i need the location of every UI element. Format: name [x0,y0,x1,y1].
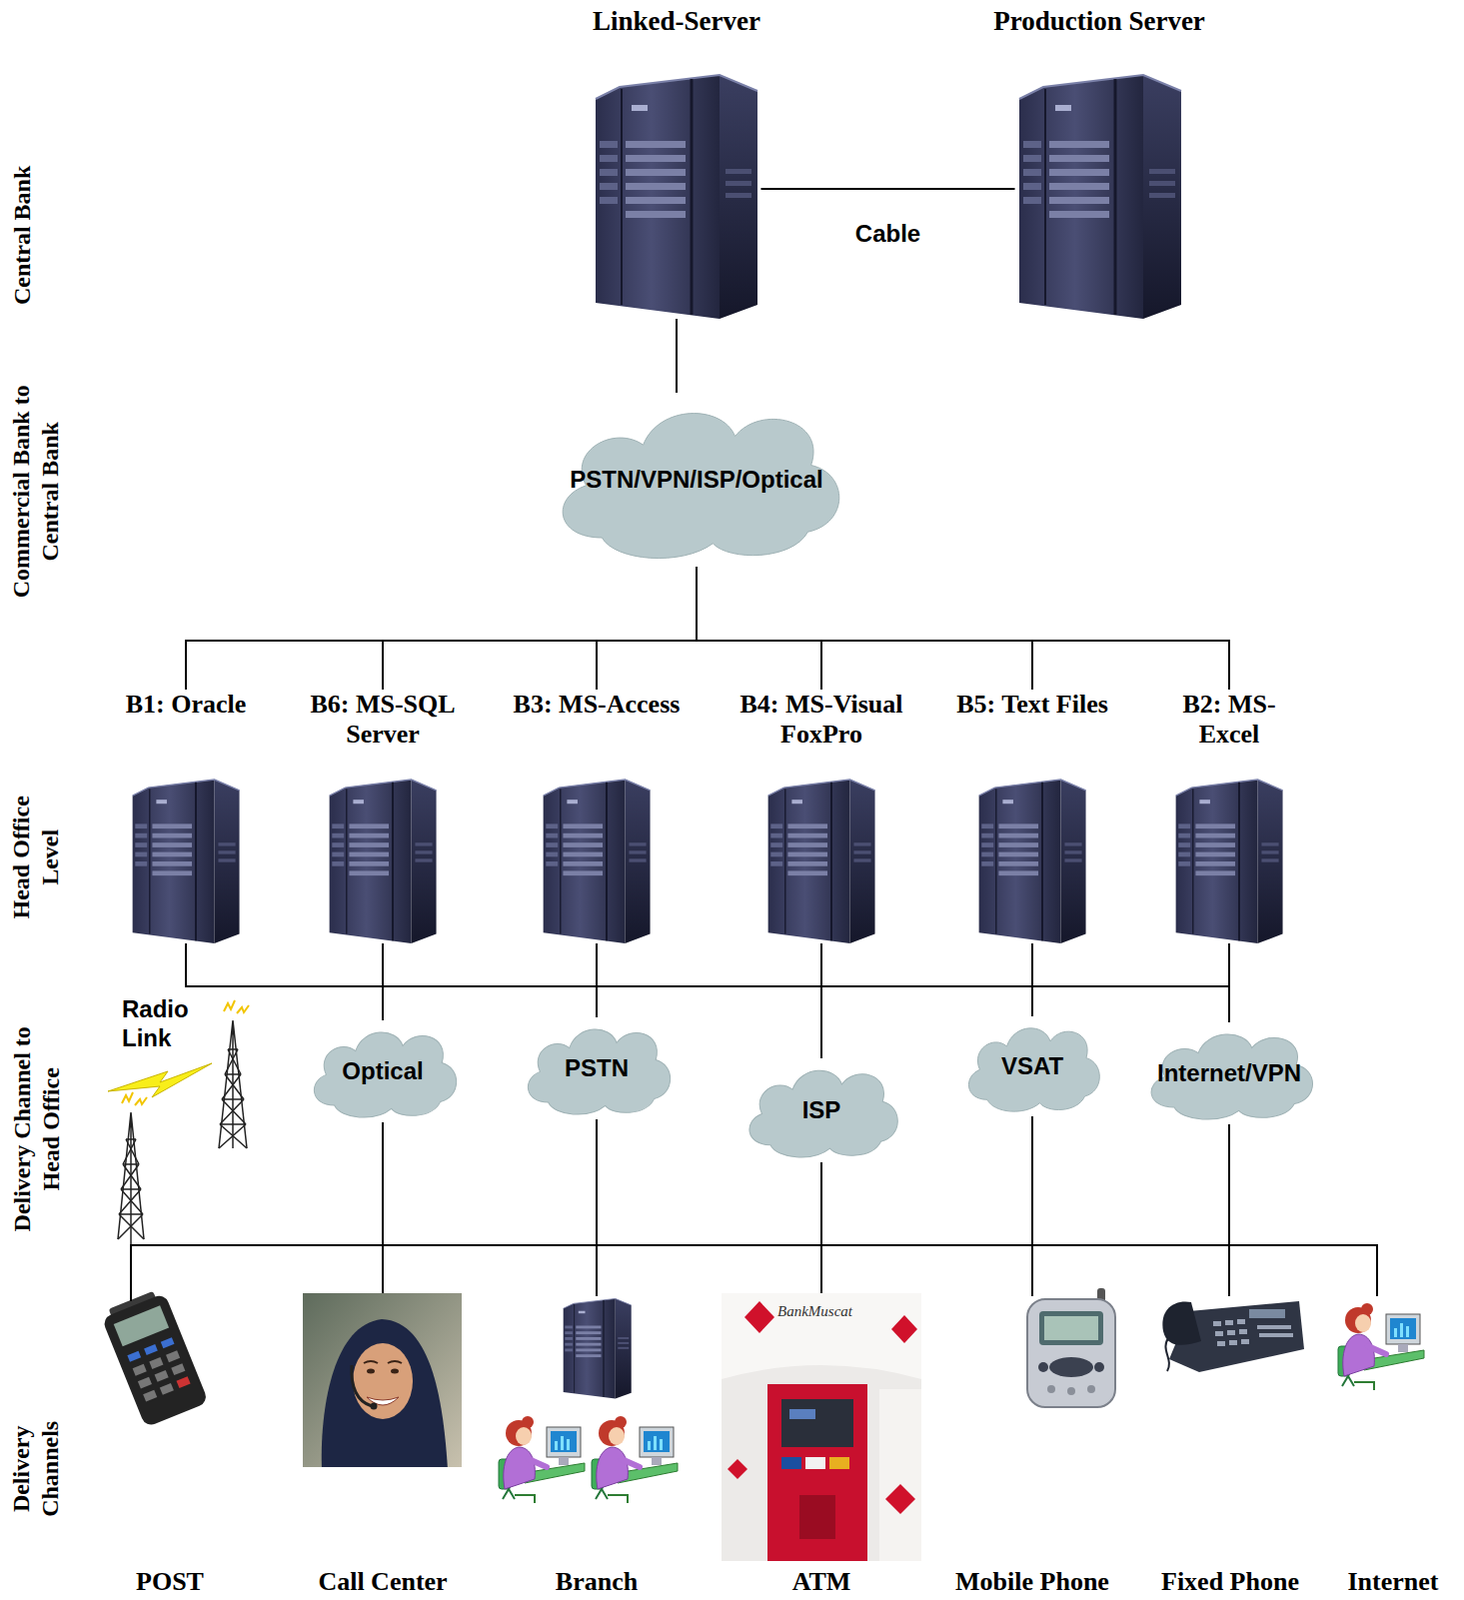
cloud-label: Internet/VPN [1157,1059,1302,1089]
server-label: B5: Text Files [937,689,1128,720]
label-holder: Radio Link [121,995,212,1054]
network-cloud: Optical [301,1020,465,1123]
connector [1031,943,1034,1017]
radio-link-label: Radio Link [121,995,212,1054]
connector [595,1119,598,1297]
cloud-outline [1151,1034,1313,1120]
connector [596,566,697,690]
connector [382,566,697,690]
server-label: Linked-Server [592,5,761,37]
channel-label: ATM [792,1566,852,1597]
connector [761,187,1016,190]
brand-label: BankMuscat [777,1302,878,1321]
network-cloud: Internet/VPN [1137,1022,1323,1125]
connector [595,943,598,1018]
row-label: Head Office Level [6,782,65,933]
connector [130,1245,1378,1302]
connector [675,318,678,393]
connector [1031,1116,1034,1297]
server-node: B2: MS-Excel [1165,689,1295,944]
channel-label: Branch [555,1566,638,1597]
row-label: Commercial Bank to Central Bank [6,371,65,612]
delivery-channel: Mobile Phone [942,1296,1123,1597]
channel-label: Mobile Phone [955,1566,1110,1597]
cloud-label: Optical [341,1057,423,1087]
server-label: Production Server [993,5,1206,37]
delivery-channel: POST [104,1301,235,1597]
label-holder: Commercial Bank to Central Bank [6,371,65,612]
server-label: B1: Oracle [85,689,286,720]
channel-label: POST [135,1566,204,1597]
cloud-outline [313,1032,456,1118]
connector [185,943,1230,987]
connector [381,943,384,1021]
network-cloud: ISP [736,1058,907,1163]
connector [185,566,697,690]
server-node: B5: Text Files [935,689,1130,944]
label-holder: Delivery Channels [6,1409,65,1529]
delivery-channel: Call Center [300,1293,466,1597]
row-label: Delivery Channel to Head Office [6,1022,65,1238]
delivery-channel: Branch [496,1296,697,1597]
delivery-channel: Fixed Phone [1145,1296,1316,1597]
server-node: B3: MS-Access [494,689,699,944]
server-label: B6: MS-SQL Server [292,689,473,750]
connector [381,1122,384,1294]
connector [1228,1124,1231,1297]
connector [696,566,1230,690]
edge-label: Cable [852,219,924,249]
connector [820,1162,823,1294]
network-cloud: PSTN [515,1017,679,1120]
delivery-channel: ATM [714,1293,930,1597]
row-label: Central Bank [7,134,37,335]
cloud-outline [527,1029,670,1115]
label-holder: Head Office Level [6,782,65,933]
server-node: B6: MS-SQL Server [290,689,475,944]
server-node: B4: MS-Visual FoxPro [724,689,919,944]
row-label: Delivery Channels [6,1409,65,1529]
server-label: B3: MS-Access [496,689,697,720]
cloud-label: VSAT [1001,1052,1064,1082]
channel-label: Internet [1348,1566,1440,1597]
cloud-outline [968,1028,1100,1112]
connector [696,566,1033,690]
connector [696,566,822,690]
network-cloud: VSAT [957,1016,1108,1117]
server-node: Production Server [1015,68,1185,319]
server-node: Linked-Server [592,68,762,319]
label-holder: Delivery Channel to Head Office [6,1022,65,1238]
server-node: B1: Oracle [83,689,288,944]
channel-label: Call Center [317,1566,447,1597]
cloud-outline [562,413,840,559]
cloud-outline [749,1070,898,1158]
label-holder: Central Bank [7,134,37,335]
server-label: B2: MS-Excel [1167,689,1293,750]
channel-label: Fixed Phone [1161,1566,1300,1597]
label-holder: BankMuscat [777,1302,878,1321]
label-holder: Cable [852,219,924,249]
server-label: B4: MS-Visual FoxPro [726,689,917,750]
cloud-label: PSTN [564,1054,629,1084]
connector [820,943,823,1059]
delivery-channel: Internet [1338,1296,1449,1597]
network-cloud: PSTN/VPN/ISP/Optical [538,392,856,567]
connector [1228,943,1231,1023]
cloud-label: PSTN/VPN/ISP/Optical [569,465,823,495]
cloud-label: ISP [802,1096,842,1126]
